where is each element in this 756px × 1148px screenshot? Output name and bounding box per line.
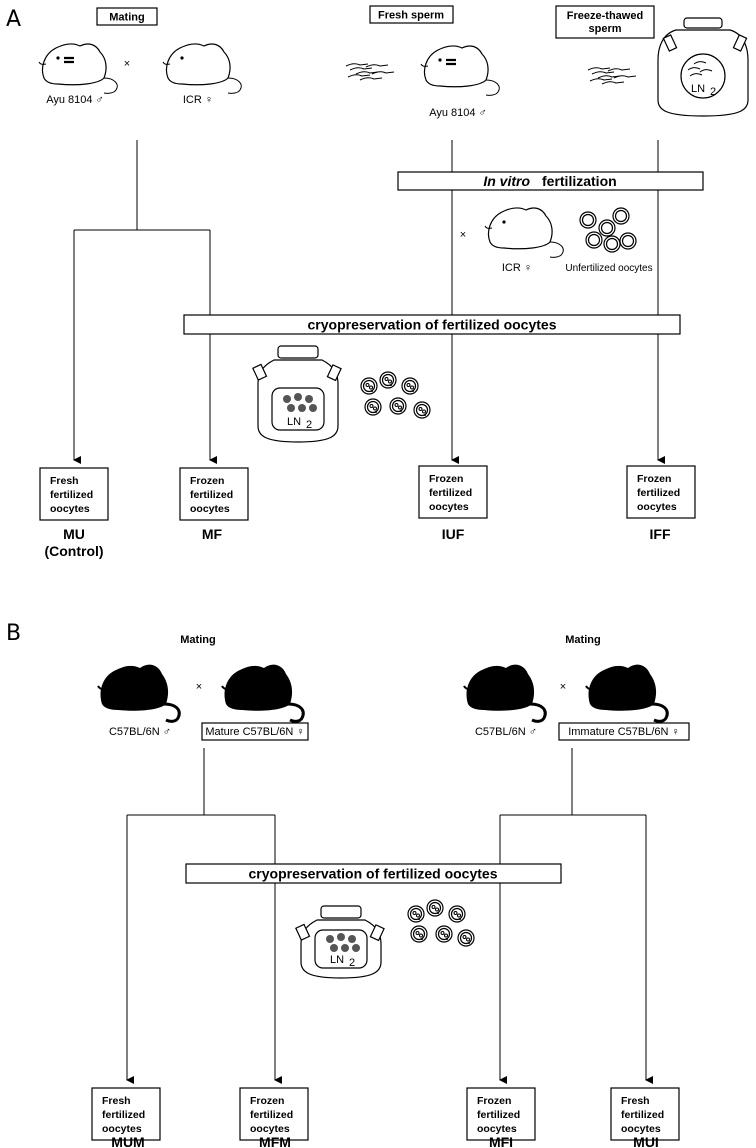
- outcome-box-iuf: Frozen fertilized oocytes: [418, 465, 488, 519]
- outcome-iff-line3: oocytes: [637, 501, 677, 513]
- panel-b-letter: B: [6, 621, 21, 646]
- fresh-sperm-header: Fresh sperm: [378, 10, 444, 22]
- cross-symbol-ivf: ×: [460, 229, 466, 241]
- mature-female-box: [201, 722, 309, 741]
- ivf-label: In vitro fertilization: [483, 173, 616, 189]
- ayu-male-mouse-icon: [38, 43, 118, 94]
- outcome-mfm-line1: Frozen: [250, 1095, 284, 1107]
- ln2-tank-icon-b: LN 2: [295, 905, 385, 979]
- group-mfi: MFI: [489, 1134, 513, 1148]
- outcome-iff-line2: fertilized: [637, 487, 680, 499]
- outcome-iuf-line3: oocytes: [429, 501, 469, 513]
- outcome-mum-line3: oocytes: [102, 1123, 142, 1135]
- ivf-italic: In vitro: [483, 173, 530, 189]
- group-mfm: MFM: [259, 1134, 291, 1148]
- outcome-mui-line3: oocytes: [621, 1123, 661, 1135]
- outcome-mum-line2: fertilized: [102, 1109, 145, 1121]
- outcome-mfi-line1: Frozen: [477, 1095, 511, 1107]
- outcome-mf-line2: fertilized: [190, 489, 233, 501]
- c57-female-mouse-icon-left: [220, 663, 305, 723]
- ln2-sub-a-mid: 2: [306, 419, 312, 431]
- group-mum: MUM: [111, 1134, 144, 1148]
- outcome-mfm-line3: oocytes: [250, 1123, 290, 1135]
- outcome-mui-line2: fertilized: [621, 1109, 664, 1121]
- ln2-tank-icon-a-top: LN 2: [657, 17, 749, 117]
- outcome-mu-line2: fertilized: [50, 489, 93, 501]
- outcome-mfi-line3: oocytes: [477, 1123, 517, 1135]
- outcome-iuf-line2: fertilized: [429, 487, 472, 499]
- ivf-rest: fertilization: [542, 173, 617, 189]
- fresh-sperm-icon: [345, 63, 395, 81]
- outcome-box-mum: Fresh fertilized oocytes: [91, 1087, 161, 1141]
- outcome-mui-line1: Fresh: [621, 1095, 650, 1107]
- c57-male-mouse-icon-left: [96, 663, 181, 723]
- icr-female-label: ICR ♀: [183, 94, 213, 106]
- unfertilized-label: Unfertilized oocytes: [565, 263, 652, 274]
- ivf-bar: [397, 171, 704, 191]
- freeze-thawed-header-line2: sperm: [588, 23, 621, 35]
- c57-male-label-right: C57BL/6N ♂: [475, 726, 537, 738]
- outcome-mum-line1: Fresh: [102, 1095, 131, 1107]
- icr-female-label-ivf: ICR ♀: [502, 262, 532, 274]
- c57-male-mouse-icon-right: [462, 663, 547, 723]
- freeze-thawed-header-line1: Freeze-thawed: [567, 10, 643, 22]
- cross-symbol-b-left: ×: [196, 681, 202, 693]
- cryo-bar-a: [183, 314, 681, 335]
- icr-female-mouse-icon: [162, 43, 242, 94]
- outcome-box-mu: Fresh fertilized oocytes: [39, 467, 109, 521]
- freeze-thawed-sperm-icon: [587, 67, 637, 85]
- mating-header-b-right: Mating: [565, 634, 600, 646]
- unfertilized-oocytes-icon: [579, 207, 637, 253]
- cryo-label-b: cryopreservation of fertilized oocytes: [249, 866, 498, 882]
- group-iff: IFF: [650, 526, 671, 542]
- ln2-label-a-mid: LN: [287, 416, 301, 428]
- cryo-bar-b: [185, 863, 562, 884]
- fresh-sperm-header-box: [369, 5, 454, 24]
- outcome-mfm-line2: fertilized: [250, 1109, 293, 1121]
- outcome-box-iff: Frozen fertilized oocytes: [626, 465, 696, 519]
- cross-symbol-b-right: ×: [560, 681, 566, 693]
- ayu-male-label: Ayu 8104 ♂: [46, 94, 104, 106]
- outcome-box-mui: Fresh fertilized oocytes: [610, 1087, 680, 1141]
- ln2-sub-b: 2: [349, 957, 355, 969]
- c57-female-mouse-icon-right: [584, 663, 669, 723]
- outcome-mfi-line2: fertilized: [477, 1109, 520, 1121]
- ln2-sub-a-top: 2: [710, 86, 716, 98]
- icr-female-mouse-icon-ivf: [484, 207, 564, 258]
- outcome-mu-line3: oocytes: [50, 503, 90, 515]
- group-mu: MU: [63, 526, 85, 542]
- group-mu-control: (Control): [44, 543, 103, 559]
- c57-male-label-left: C57BL/6N ♂: [109, 726, 171, 738]
- outcome-iff-line1: Frozen: [637, 473, 671, 485]
- fertilized-oocytes-icon-b: [407, 899, 475, 947]
- outcome-mf-line1: Frozen: [190, 475, 224, 487]
- mating-header-box: [96, 7, 158, 26]
- cross-symbol-a: ×: [124, 58, 130, 70]
- outcome-mu-line1: Fresh: [50, 475, 79, 487]
- group-iuf: IUF: [442, 526, 465, 542]
- outcome-iuf-line1: Frozen: [429, 473, 463, 485]
- cryo-label-a: cryopreservation of fertilized oocytes: [308, 317, 557, 333]
- outcome-mf-line3: oocytes: [190, 503, 230, 515]
- ln2-tank-icon-a-mid: LN 2: [252, 345, 342, 443]
- outcome-box-mfm: Frozen fertilized oocytes: [239, 1087, 309, 1141]
- outcome-box-mfi: Frozen fertilized oocytes: [466, 1087, 536, 1141]
- fertilized-oocytes-icon-a: [360, 371, 431, 419]
- panel-a-letter: A: [6, 7, 21, 32]
- mature-female-label: Mature C57BL/6N ♀: [205, 726, 304, 738]
- immature-female-label: Immature C57BL/6N ♀: [568, 726, 680, 738]
- immature-female-box: [558, 722, 690, 741]
- outcome-box-mf: Frozen fertilized oocytes: [179, 467, 249, 521]
- ln2-label-a-top: LN: [691, 83, 705, 95]
- mating-header: Mating: [109, 12, 144, 24]
- freeze-thawed-header-box: [555, 5, 655, 39]
- ayu-male-label-2: Ayu 8104 ♂: [429, 107, 487, 119]
- group-mui: MUI: [633, 1134, 659, 1148]
- mating-header-b-left: Mating: [180, 634, 215, 646]
- ln2-label-b: LN: [330, 954, 344, 966]
- ayu-male-mouse-icon-2: [420, 45, 500, 96]
- group-mf: MF: [202, 526, 223, 542]
